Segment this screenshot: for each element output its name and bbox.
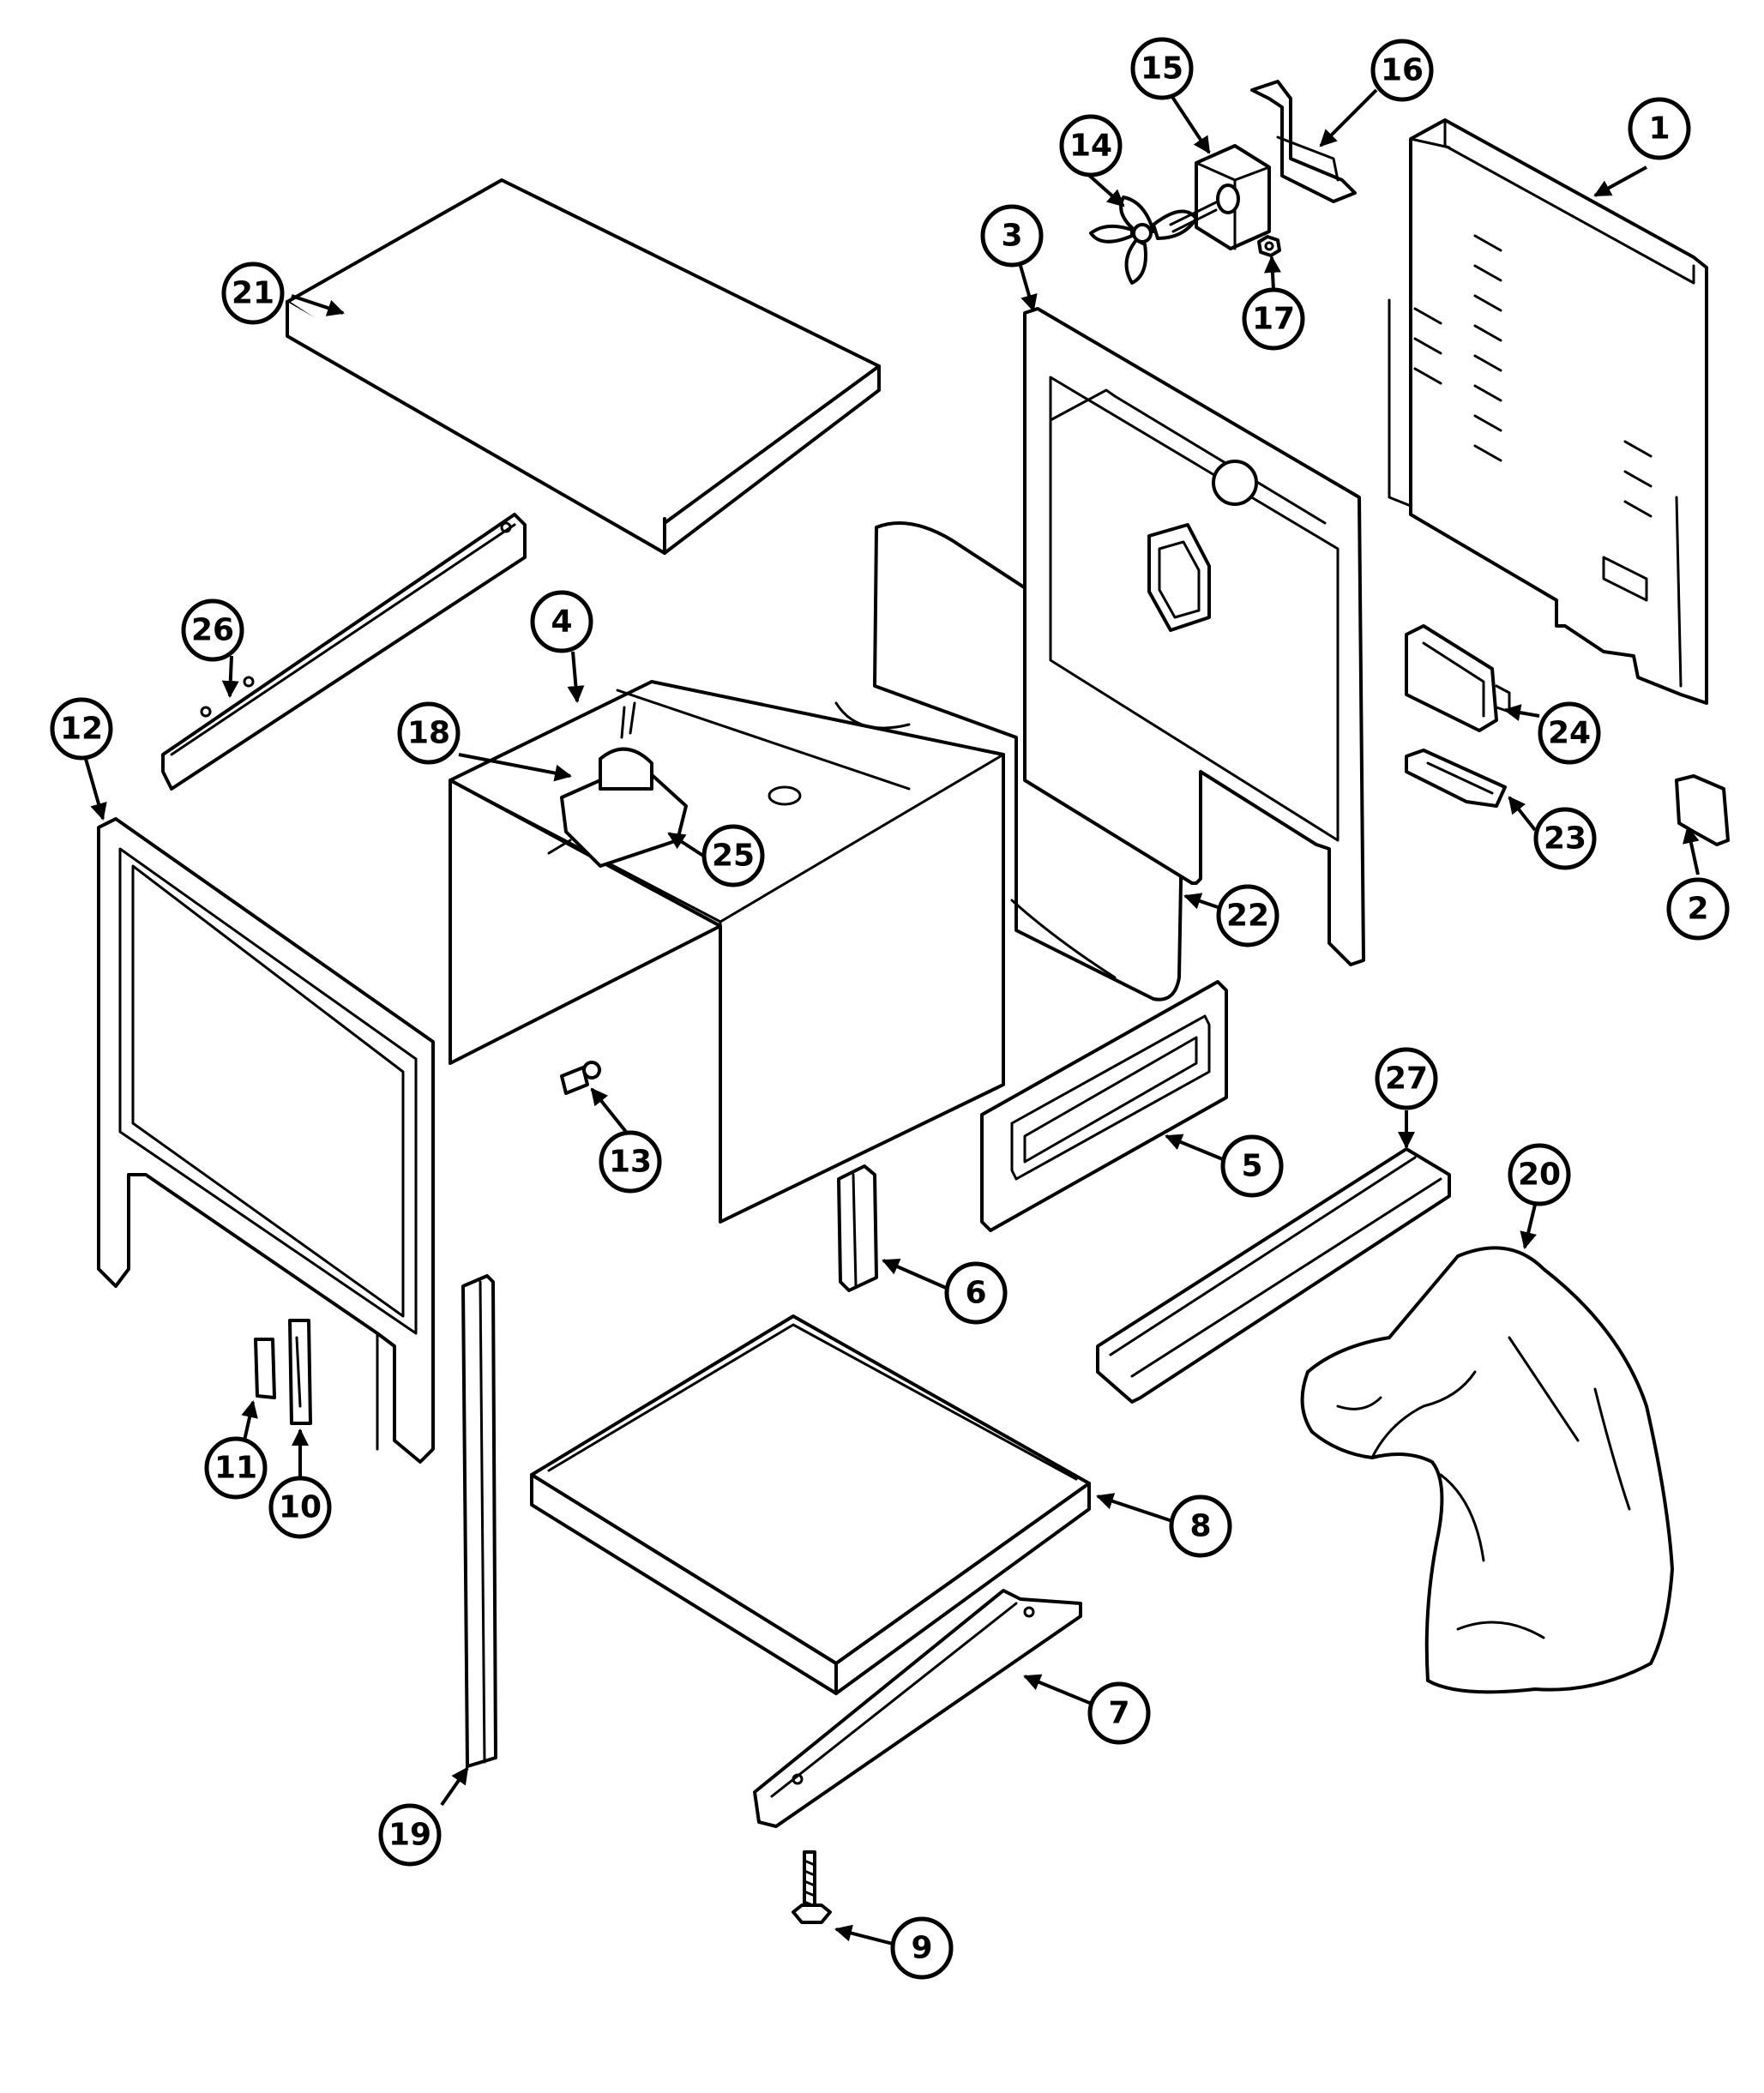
- svg-text:26: 26: [191, 613, 234, 648]
- callout-10: 10: [268, 1476, 332, 1539]
- callout-4: 4: [530, 590, 593, 653]
- part-small-bracket: [254, 1338, 276, 1399]
- part-junction-box: [1405, 624, 1511, 732]
- callout-16: 16: [1370, 39, 1434, 102]
- svg-text:14: 14: [1069, 129, 1112, 164]
- callout-27: 27: [1375, 1047, 1438, 1110]
- callout-20: 20: [1508, 1143, 1571, 1206]
- svg-text:10: 10: [279, 1490, 322, 1525]
- callout-9: 9: [890, 1916, 954, 1980]
- part-front-frame: [97, 817, 435, 1464]
- part-nut: [1257, 235, 1281, 257]
- leader-lines: [84, 88, 1700, 1946]
- svg-text:1: 1: [1648, 111, 1670, 147]
- part-fan-blade: [1089, 195, 1198, 285]
- svg-text:23: 23: [1544, 821, 1586, 857]
- part-leveling-leg: [792, 1850, 832, 1924]
- part-channel-rail: [1096, 1147, 1451, 1404]
- svg-text:27: 27: [1385, 1062, 1428, 1097]
- svg-text:13: 13: [609, 1145, 652, 1180]
- svg-text:4: 4: [551, 604, 572, 640]
- part-pin: [560, 1061, 601, 1095]
- svg-text:9: 9: [911, 1931, 932, 1966]
- part-fan-motor: [1169, 144, 1271, 250]
- callout-25: 25: [701, 824, 765, 887]
- callout-14: 14: [1059, 114, 1123, 177]
- vent-slots: [1413, 234, 1653, 518]
- callout-12: 12: [50, 697, 113, 761]
- part-bottom-rail: [753, 1589, 1082, 1828]
- part-top-rail: [161, 513, 527, 791]
- part-back-panel: [1023, 307, 1365, 966]
- part-oven-cavity: [449, 680, 1005, 1224]
- svg-text:12: 12: [60, 712, 103, 747]
- part-bottom-tray: [530, 1314, 1091, 1695]
- svg-text:18: 18: [407, 716, 450, 751]
- callout-2: 2: [1666, 877, 1730, 941]
- part-motor-bracket: [1250, 80, 1357, 203]
- svg-text:6: 6: [965, 1276, 986, 1311]
- svg-text:21: 21: [232, 276, 274, 311]
- svg-text:24: 24: [1548, 716, 1591, 751]
- part-channel-bracket: [837, 1164, 878, 1292]
- svg-text:19: 19: [388, 1818, 431, 1853]
- part-bracket-clip: [1405, 749, 1507, 808]
- callout-24: 24: [1538, 701, 1601, 765]
- part-packaging-material: [1300, 1246, 1674, 1694]
- svg-text:2: 2: [1687, 892, 1708, 927]
- callout-6: 6: [944, 1261, 1008, 1325]
- callout-1: 1: [1628, 97, 1691, 160]
- svg-text:22: 22: [1226, 899, 1269, 934]
- callout-15: 15: [1130, 37, 1194, 100]
- svg-text:16: 16: [1381, 53, 1424, 88]
- callout-18: 18: [397, 701, 461, 765]
- callout-17: 17: [1242, 287, 1305, 351]
- part-side-trim: [461, 1274, 497, 1768]
- callout-19: 19: [378, 1803, 442, 1867]
- svg-text:11: 11: [214, 1451, 257, 1486]
- callout-11: 11: [204, 1436, 268, 1500]
- callout-7: 7: [1087, 1681, 1151, 1745]
- svg-text:5: 5: [1241, 1149, 1262, 1184]
- callout-8: 8: [1169, 1495, 1232, 1558]
- part-rear-housing: [1388, 118, 1708, 705]
- callout-3: 3: [980, 204, 1044, 268]
- part-top-panel: [286, 178, 881, 555]
- svg-text:15: 15: [1141, 51, 1183, 87]
- callout-13: 13: [599, 1130, 662, 1194]
- callout-26: 26: [181, 598, 244, 662]
- callout-21: 21: [221, 262, 285, 325]
- callout-22: 22: [1216, 884, 1279, 947]
- callout-23: 23: [1533, 807, 1597, 870]
- part-small-plate: [1675, 774, 1730, 846]
- svg-text:25: 25: [712, 839, 755, 874]
- callout-5: 5: [1220, 1134, 1284, 1198]
- svg-text:8: 8: [1189, 1509, 1211, 1544]
- part-strip-bracket: [288, 1319, 312, 1425]
- svg-text:20: 20: [1518, 1158, 1561, 1193]
- svg-text:3: 3: [1001, 219, 1022, 254]
- part-bottom-trim-panel: [980, 980, 1228, 1232]
- svg-text:17: 17: [1252, 302, 1295, 337]
- svg-text:7: 7: [1108, 1696, 1129, 1731]
